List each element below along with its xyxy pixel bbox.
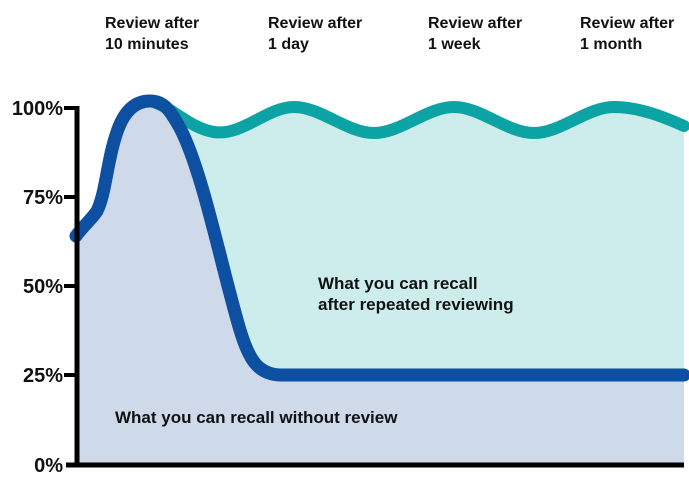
with-review-annotation: What you can recall after repeated revie… — [318, 273, 514, 315]
review-label-10-minutes: Review after 10 minutes — [105, 13, 199, 55]
review-label-line1: Review after — [268, 15, 363, 32]
without-review-area — [76, 101, 684, 464]
review-label-line2: 10 minutes — [105, 36, 189, 53]
y-tick-label-25: 25% — [23, 365, 63, 387]
review-label-line1: Review after — [580, 15, 675, 32]
review-label-line2: 1 day — [268, 36, 309, 53]
with-review-area — [156, 103, 684, 376]
review-label-1-week: Review after 1 week — [428, 13, 522, 55]
y-axis-ticks — [64, 106, 77, 377]
without-review-curve — [69, 94, 689, 382]
review-label-line1: Review after — [105, 15, 200, 32]
review-label-line1: Review after — [428, 15, 523, 32]
y-tick-label-0: 0% — [34, 455, 63, 477]
y-tick-label-75: 75% — [23, 187, 63, 209]
with-review-annotation-line2: after repeated reviewing — [318, 295, 514, 314]
y-tick-label-100: 100% — [12, 98, 63, 120]
without-review-annotation: What you can recall without review — [115, 408, 398, 427]
y-tick-label-50: 50% — [23, 276, 63, 298]
review-label-1-month: Review after 1 month — [580, 13, 674, 55]
with-review-annotation-line1: What you can recall — [318, 274, 478, 293]
with-review-curve — [150, 97, 689, 140]
review-label-line2: 1 week — [428, 36, 481, 53]
review-label-line2: 1 month — [580, 36, 643, 53]
review-label-1-day: Review after 1 day — [268, 13, 362, 55]
